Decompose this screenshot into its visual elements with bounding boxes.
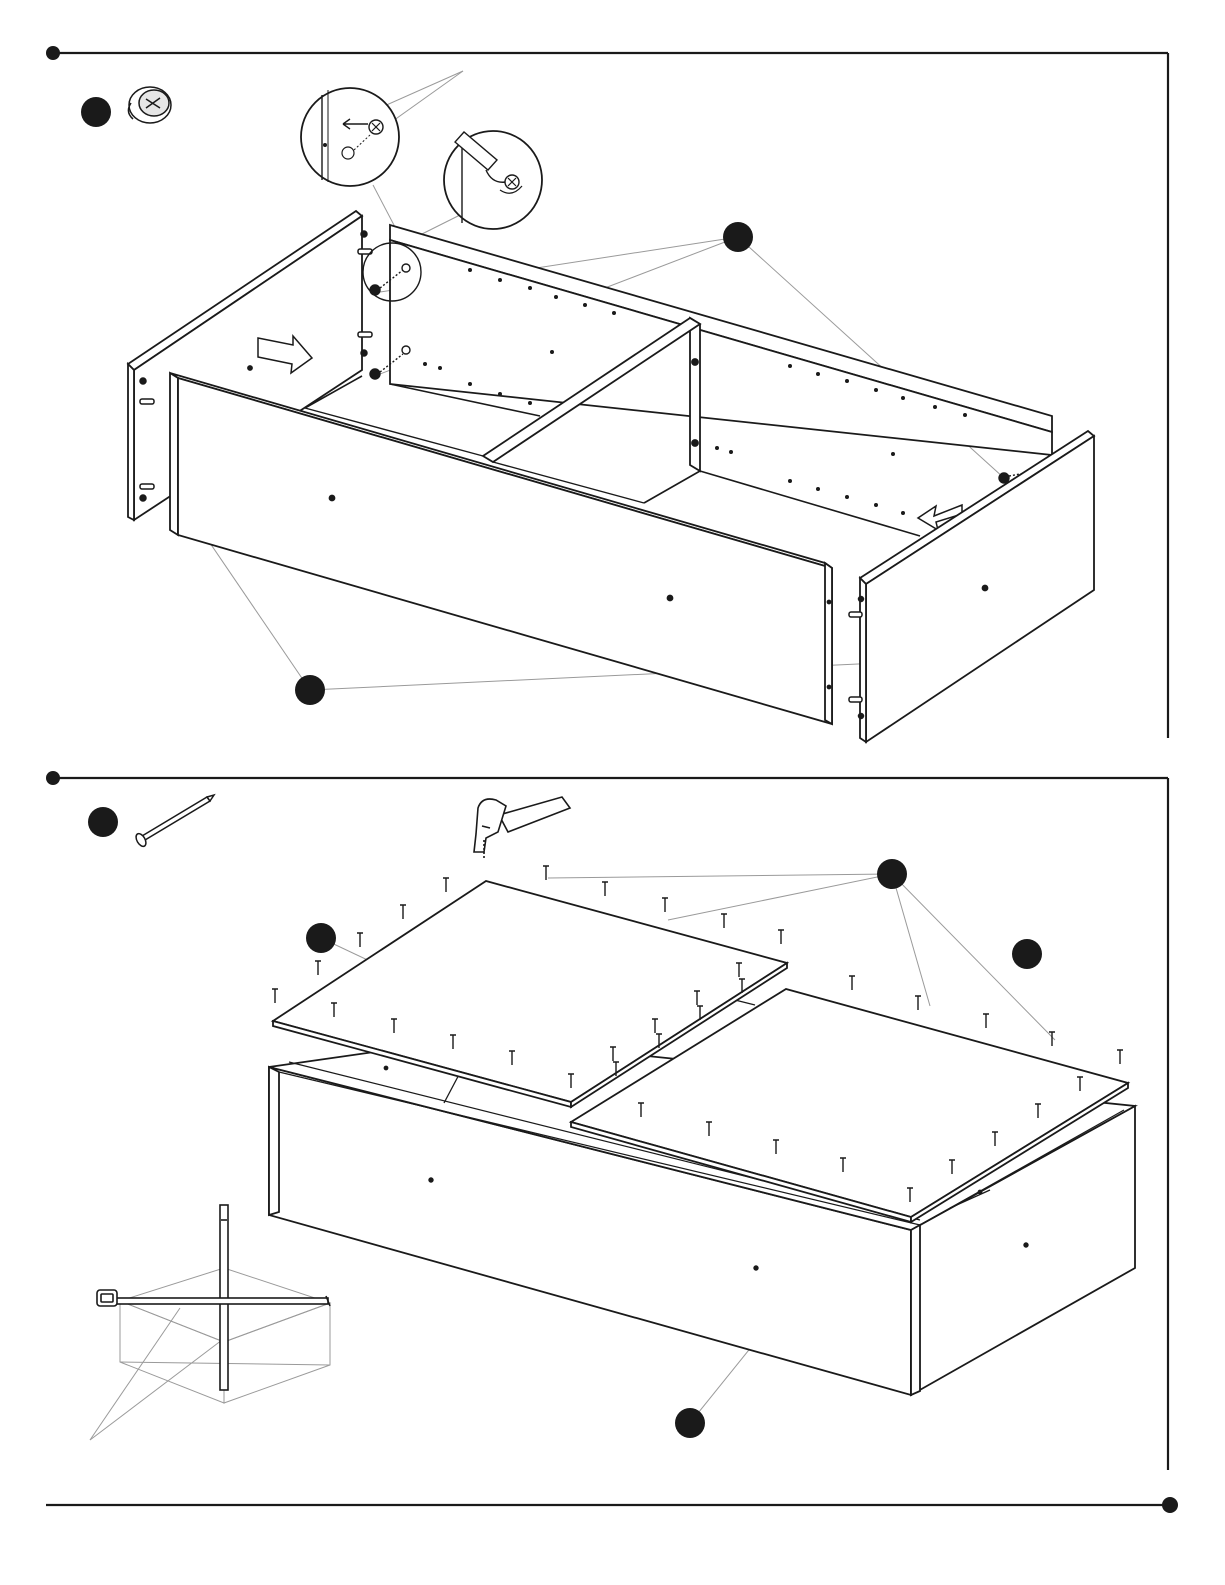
square-check-measuring-diagram xyxy=(97,1205,330,1403)
part-badge-right-board xyxy=(1012,939,1042,969)
part-badge-cabinet xyxy=(675,1408,705,1438)
cam-lock-insert-detail xyxy=(301,88,399,186)
part-badge-cam-lock xyxy=(81,97,111,127)
front-panel xyxy=(170,373,832,724)
step-bottom-assembly xyxy=(88,795,1135,1440)
screwdriver-tighten-detail xyxy=(444,131,542,229)
frame-dot-top xyxy=(46,46,60,60)
part-badge-side-panels xyxy=(295,675,325,705)
step-top-assembly xyxy=(81,71,1094,742)
hammer-icon xyxy=(474,797,570,860)
part-badge-nails-callout xyxy=(877,859,907,889)
frame-dot-middle xyxy=(46,771,60,785)
right-side-panel xyxy=(860,431,1094,742)
part-badge-left-board xyxy=(306,923,336,953)
part-badge-nail xyxy=(88,807,118,837)
nail-icon xyxy=(134,795,214,848)
frame-dot-bottom xyxy=(1162,1497,1178,1513)
part-badge-cam-callout xyxy=(723,222,753,252)
cam-lock-icon xyxy=(128,87,171,123)
back-panel xyxy=(390,225,1052,455)
